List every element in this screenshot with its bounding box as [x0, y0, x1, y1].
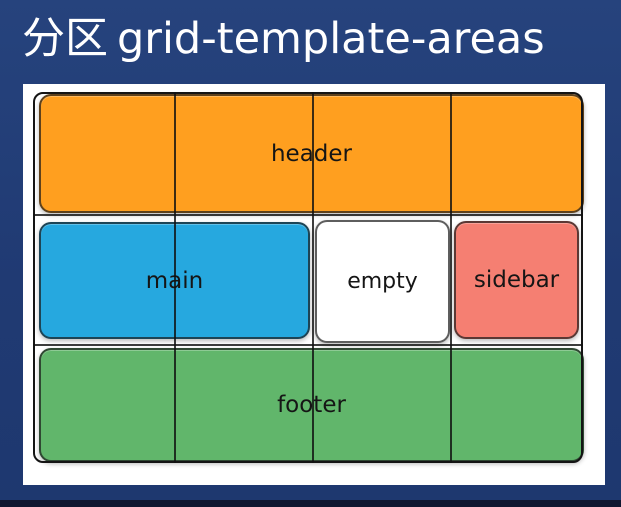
- slide-title-english: grid-template-areas: [117, 14, 545, 64]
- grid-template-areas-diagram: header main empty sidebar footer: [23, 84, 605, 485]
- header-area-label: header: [41, 140, 582, 168]
- slide-bottom-strip: [0, 500, 621, 507]
- grid-column-line-1: [174, 92, 176, 463]
- slide-title-chinese: 分区: [22, 14, 108, 64]
- empty-grid-area: empty: [315, 220, 450, 343]
- footer-grid-area: footer: [39, 348, 584, 462]
- grid-column-line-3: [450, 92, 452, 463]
- grid-row-line-1: [33, 214, 583, 216]
- sidebar-grid-area: sidebar: [454, 221, 579, 339]
- footer-area-label: footer: [41, 391, 582, 419]
- grid-column-line-2: [312, 92, 314, 463]
- sidebar-area-label: sidebar: [473, 267, 560, 293]
- grid-row-line-2: [33, 344, 583, 346]
- header-grid-area: header: [39, 94, 584, 213]
- empty-area-label: empty: [347, 268, 418, 294]
- grid-frame: [33, 92, 583, 463]
